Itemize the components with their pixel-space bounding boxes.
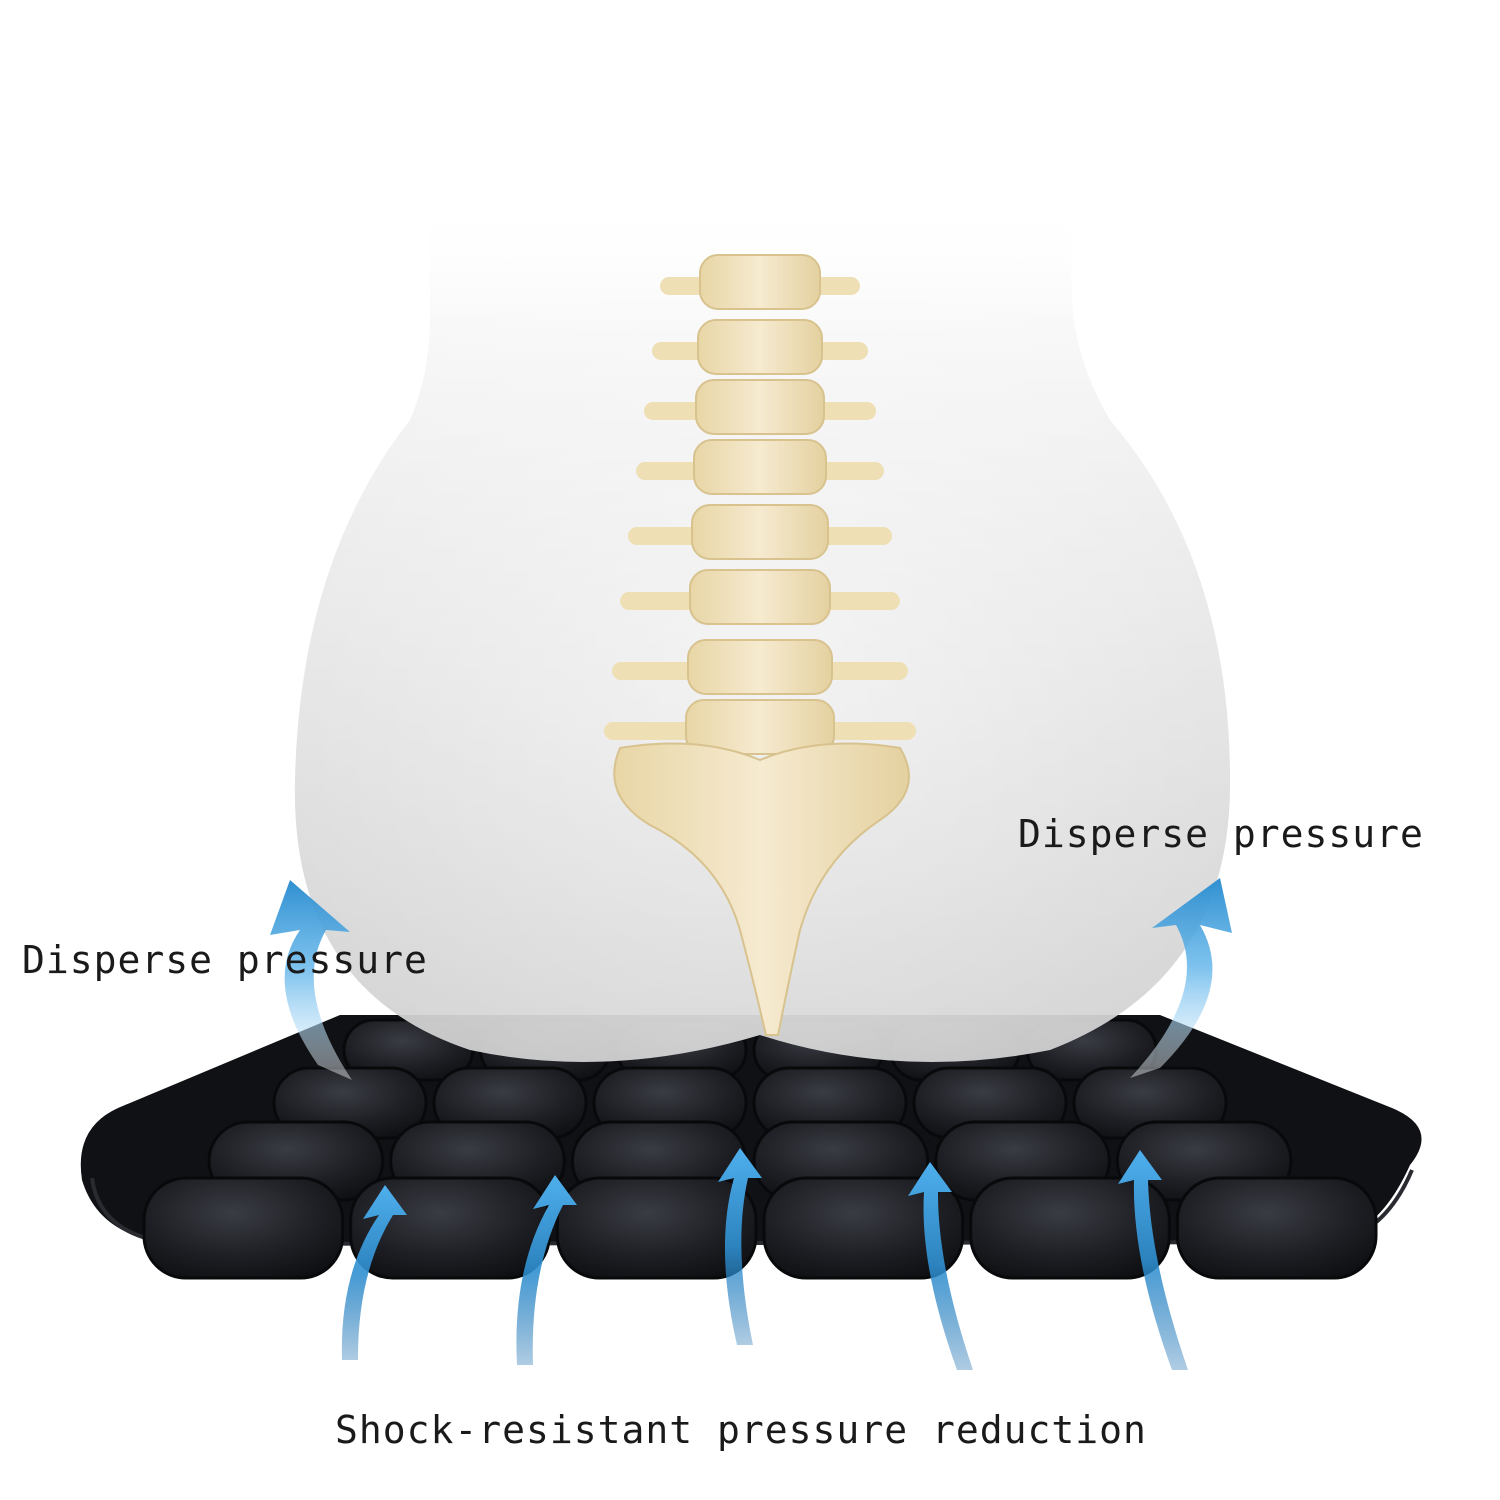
caption-bottom: Shock-resistant pressure reduction — [335, 1408, 1147, 1452]
arrow-up-curved-icon — [341, 1185, 407, 1360]
caption-left: Disperse pressure — [22, 938, 428, 982]
vertebra — [693, 439, 827, 495]
vertebra — [687, 639, 833, 695]
seat-cushion — [80, 1015, 1422, 1280]
arrow-up-curved-icon — [718, 1148, 762, 1345]
arrow-up-curved-icon — [908, 1162, 973, 1370]
vertebra — [689, 569, 831, 625]
vertebra — [697, 319, 823, 375]
cushion-cell — [762, 1176, 965, 1280]
caption-right: Disperse pressure — [1018, 812, 1424, 856]
inner-arrows — [341, 1148, 1188, 1370]
cushion-cell — [142, 1176, 345, 1280]
vertebra — [691, 504, 829, 560]
arrow-right-side-icon — [1130, 878, 1232, 1078]
vertebra — [695, 379, 825, 435]
sacrum — [613, 742, 910, 1036]
arrow-up-curved-icon — [1118, 1150, 1188, 1370]
spine-illustration — [604, 254, 916, 1036]
arrow-up-curved-icon — [516, 1175, 577, 1365]
cushion-cell — [1175, 1176, 1378, 1280]
vertebra — [685, 699, 835, 755]
vertebra — [699, 254, 821, 310]
arrow-left-side-icon — [270, 880, 352, 1080]
cushion-cell — [969, 1176, 1171, 1280]
cushion-cell — [555, 1176, 758, 1280]
